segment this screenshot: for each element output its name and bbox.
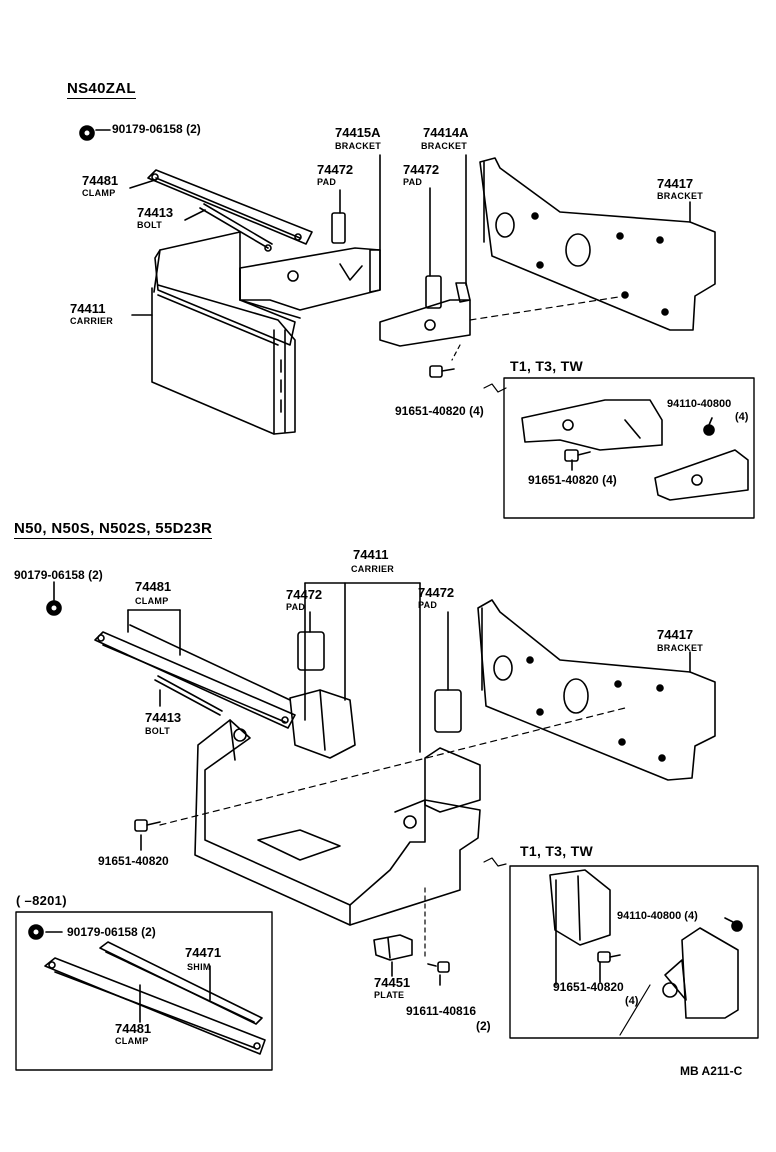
name-74472-top-2: PAD <box>403 177 423 187</box>
pad-bot-2-drawing <box>434 689 462 733</box>
variant-bracket-top-1-drawing <box>521 399 663 451</box>
label-91651-box-bot: 91651-40820 <box>553 980 624 994</box>
label-74411-bot: 74411 <box>353 547 389 562</box>
variant-bracket-top-2-drawing <box>654 449 749 501</box>
name-74471: SHIM <box>187 962 211 972</box>
name-74411-bot: CARRIER <box>351 564 395 574</box>
clamp-inset-drawing <box>44 957 266 1055</box>
carrier-upright-drawing <box>289 689 356 759</box>
bracket-74414A-drawing <box>379 282 471 347</box>
label-74417-bot: 74417 <box>657 627 694 642</box>
pad-top-2-drawing <box>425 275 442 309</box>
bolt-box-bot-drawing <box>597 951 621 963</box>
bolt-bot-drawing <box>154 675 223 716</box>
bolt-91651-bot-drawing <box>134 819 161 832</box>
shim-74471-drawing <box>99 941 263 1025</box>
label-74413-bot: 74413 <box>145 710 182 725</box>
section-header-n50: N50, N50S, N502S, 55D23R <box>14 520 213 539</box>
name-74451: PLATE <box>374 990 405 1000</box>
label-74472-bot-1: 74472 <box>286 587 323 602</box>
name-74413-top: BOLT <box>137 220 163 230</box>
name-74472-bot-1: PAD <box>286 602 306 612</box>
label-74415A: 74415A <box>335 125 381 140</box>
name-74415A: BRACKET <box>335 141 382 151</box>
label-74472-top-1: 74472 <box>317 162 354 177</box>
carrier-right-bracket-drawing <box>424 747 481 813</box>
variant-label-top: T1, T3, TW <box>510 358 583 374</box>
label-74481-inset: 74481 <box>115 1021 152 1036</box>
label-74414A: 74414A <box>423 125 469 140</box>
label-74481-top: 74481 <box>82 173 119 188</box>
name-74481-bot: CLAMP <box>135 596 169 606</box>
nut-box-top-drawing <box>703 424 715 436</box>
clamp-top-drawing <box>147 169 313 245</box>
qty-94110-top: (4) <box>735 411 749 423</box>
bracket-74417-top-drawing <box>479 157 716 331</box>
bolt-91611-drawing <box>427 961 450 973</box>
name-74472-top-1: PAD <box>317 177 337 187</box>
label-90179-bot: 90179-06158 (2) <box>14 568 103 582</box>
carrier-top-drawing <box>151 231 301 435</box>
name-74472-bot-2: PAD <box>418 600 438 610</box>
bolt-91651-top-drawing <box>429 365 455 378</box>
label-90179-top: 90179-06158 (2) <box>112 122 201 136</box>
variant-bracket-bot-1-drawing <box>549 869 611 946</box>
label-91651-top: 91651-40820 (4) <box>395 404 484 418</box>
clamp-bot-drawing <box>94 624 296 729</box>
name-74417-bot: BRACKET <box>657 643 704 653</box>
label-91651-bot: 91651-40820 <box>98 854 169 868</box>
variant-bracket-bot-2-drawing <box>662 927 739 1019</box>
name-74417-top: BRACKET <box>657 191 704 201</box>
bracket-74417-bot-drawing <box>477 599 716 781</box>
nut-box-bot-drawing <box>731 920 743 932</box>
label-91651-box-top: 91651-40820 (4) <box>528 473 617 487</box>
figure-reference: MB A211-C <box>680 1064 743 1078</box>
qty-91651-box-bot: (4) <box>625 995 639 1007</box>
label-94110-bot: 94110-40800 (4) <box>617 910 698 922</box>
name-74481-inset: CLAMP <box>115 1036 149 1046</box>
label-74472-bot-2: 74472 <box>418 585 455 600</box>
label-74472-top-2: 74472 <box>403 162 440 177</box>
date-range-label: ( –8201) <box>16 893 67 908</box>
plate-74451-drawing <box>373 934 413 961</box>
bolt-box-top-drawing <box>564 449 591 462</box>
bolt-top-drawing <box>199 203 273 252</box>
pad-top-1-drawing <box>331 212 346 244</box>
label-91611: 91611-40816 <box>406 1004 477 1018</box>
label-74417-top: 74417 <box>657 176 694 191</box>
nut-top-drawing <box>79 125 95 141</box>
qty-91611: (2) <box>476 1019 491 1033</box>
nut-bot-drawing <box>46 600 62 616</box>
name-74414A: BRACKET <box>421 141 468 151</box>
section-header-ns40zal: NS40ZAL <box>67 80 136 99</box>
label-90179-inset: 90179-06158 (2) <box>67 925 156 939</box>
pad-bot-1-drawing <box>297 631 325 671</box>
name-74411-top: CARRIER <box>70 316 114 326</box>
variant-box-bottom <box>509 865 759 1039</box>
label-74451: 74451 <box>374 975 411 990</box>
label-94110-top: 94110-40800 <box>667 398 732 410</box>
name-74413-bot: BOLT <box>145 726 171 736</box>
label-74471: 74471 <box>185 945 222 960</box>
inset-box <box>15 911 273 1071</box>
bracket-74415A-drawing <box>239 247 381 311</box>
label-74413-top: 74413 <box>137 205 174 220</box>
nut-inset-drawing <box>28 924 44 940</box>
name-74481-top: CLAMP <box>82 188 116 198</box>
variant-label-bottom: T1, T3, TW <box>520 843 593 859</box>
label-74481-bot: 74481 <box>135 579 172 594</box>
variant-box-top <box>503 377 755 519</box>
label-74411-top: 74411 <box>70 301 106 316</box>
carrier-bot-drawing <box>194 719 481 926</box>
